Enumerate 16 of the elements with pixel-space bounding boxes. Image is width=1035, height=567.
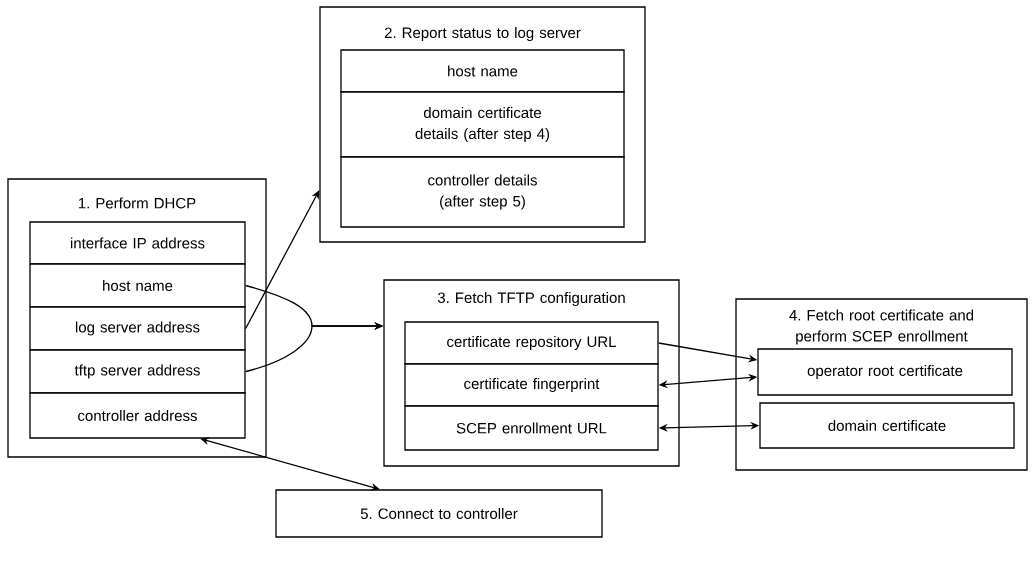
field-box: controller details (after step 5) bbox=[340, 156, 625, 228]
field-box: SCEP enrollment URL bbox=[404, 405, 659, 451]
field-box: tftp server address bbox=[29, 349, 246, 394]
field-box: domain certificate details (after step 4) bbox=[340, 91, 625, 158]
field-box: host name bbox=[29, 263, 246, 308]
field-box: log server address bbox=[29, 306, 246, 351]
field-box: interface IP address bbox=[29, 221, 246, 265]
field-box: host name bbox=[340, 49, 625, 93]
field-box: certificate fingerprint bbox=[404, 363, 659, 407]
field-box: operator root certificate bbox=[757, 348, 1013, 396]
field-box: certificate repository URL bbox=[404, 321, 659, 365]
field-box: controller address bbox=[29, 392, 246, 439]
step-box: 5. Connect to controller bbox=[275, 489, 603, 538]
field-box: domain certificate bbox=[759, 402, 1015, 449]
arrow bbox=[200, 437, 380, 491]
arrow bbox=[245, 190, 320, 330]
